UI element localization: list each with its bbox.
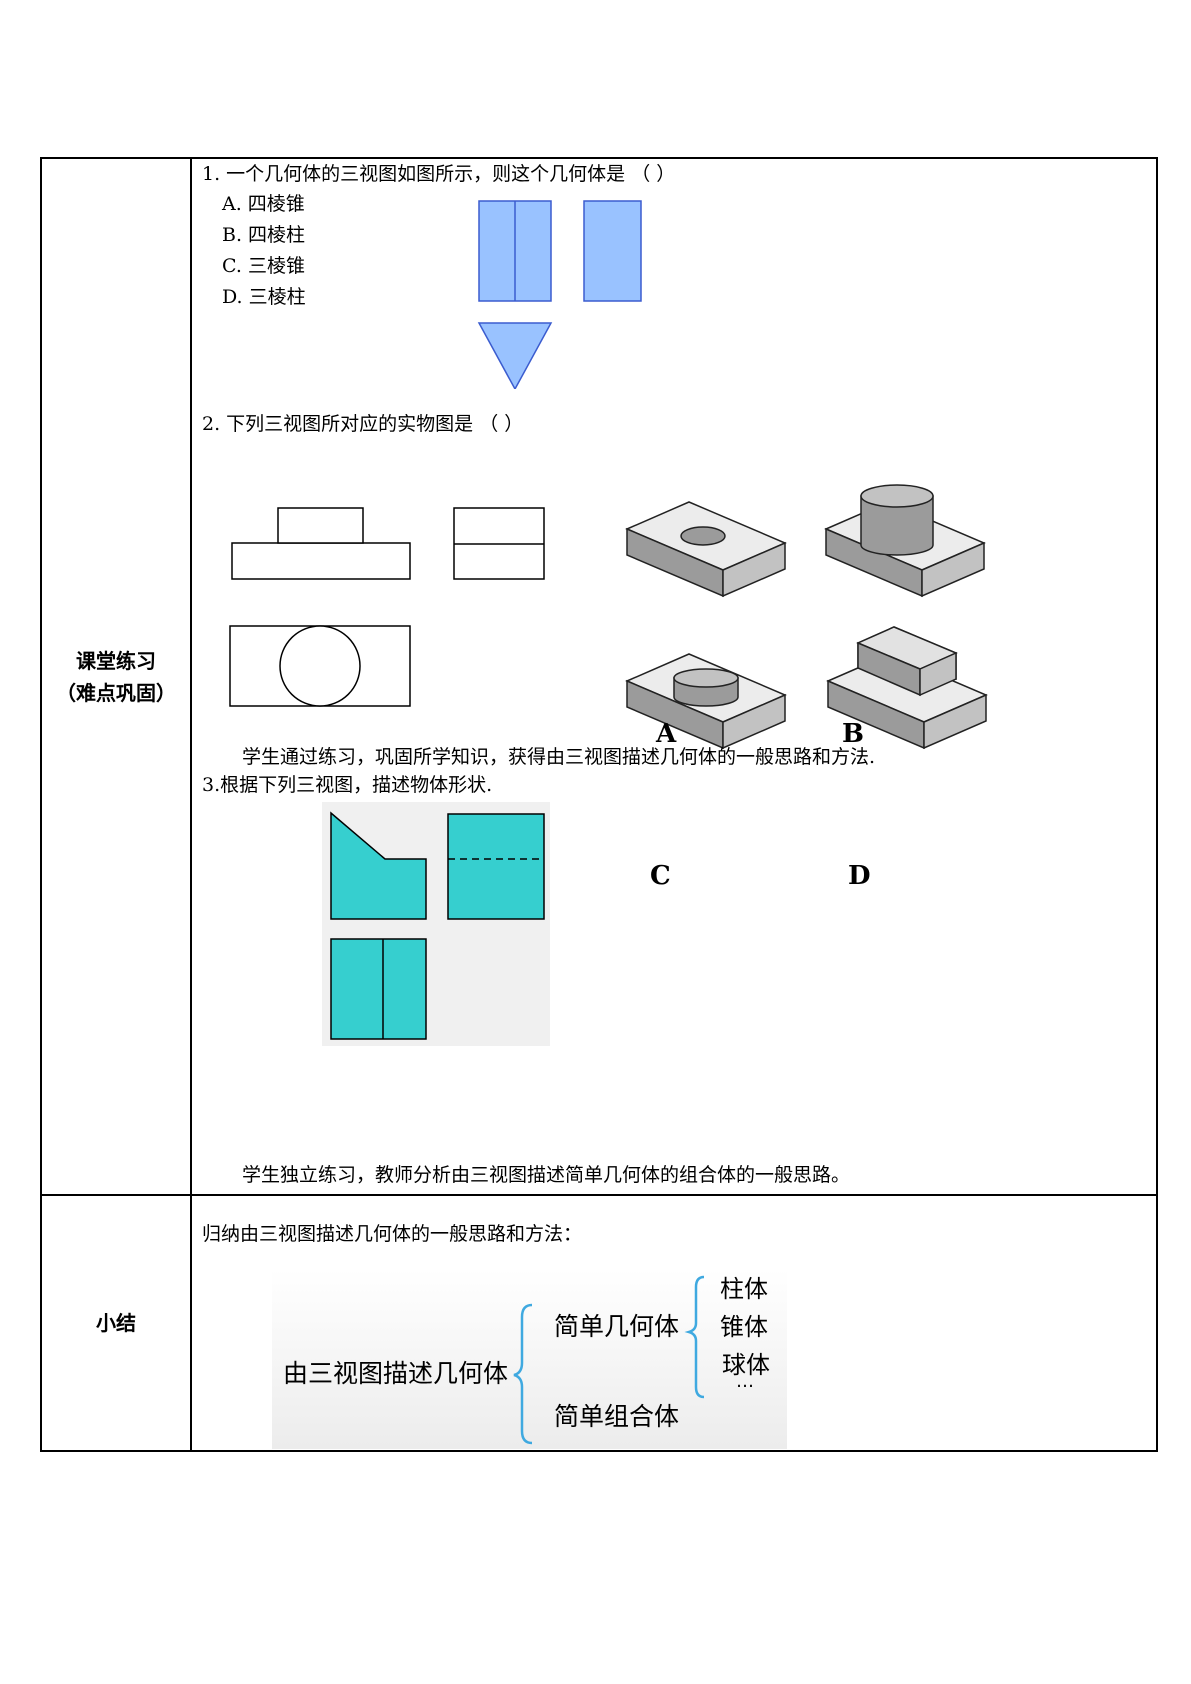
summary-root: 由三视图描述几何体: [283, 1359, 509, 1388]
lesson-table: 课堂练习 （难点巩固） 1. 一个几何体的三视图如图所示，则这个几何体是 （ ）…: [40, 157, 1158, 1452]
q3-front-view: [330, 811, 427, 920]
q3-stem: 3.根据下列三视图，描述物体形状.: [202, 774, 493, 796]
summary-branch-simple-solids: 简单几何体: [554, 1312, 680, 1341]
q3-side-view: [447, 813, 545, 920]
q3-note: 学生独立练习，教师分析由三视图描述简单几何体的组合体的一般思路。: [242, 1164, 851, 1186]
practice-label-line2: （难点巩固）: [56, 680, 176, 705]
practice-content-cell: 1. 一个几何体的三视图如图所示，则这个几何体是 （ ） A. 四棱锥 B. 四…: [190, 157, 1158, 1196]
q1-option-c: C. 三棱锥: [222, 255, 305, 277]
q2-choice-b: [824, 484, 986, 598]
q2-stem: 2. 下列三视图所对应的实物图是 （ ）: [202, 413, 524, 435]
q2-choice-d: [826, 626, 988, 749]
q2-choice-label-b: B: [842, 719, 864, 749]
practice-content: 1. 一个几何体的三视图如图所示，则这个几何体是 （ ） A. 四棱锥 B. 四…: [192, 159, 1156, 1194]
q1-top-view: [477, 322, 553, 389]
q2-choice-label-d: D: [848, 861, 871, 891]
summary-row: 小结 归纳由三视图描述几何体的一般思路和方法： 由三视图描述几何体: [40, 1194, 1158, 1452]
summary-sub-brace: [684, 1275, 705, 1399]
summary-intro: 归纳由三视图描述几何体的一般思路和方法：: [202, 1223, 583, 1245]
practice-label-line1: 课堂练习: [76, 648, 156, 673]
summary-leaf-prism: 柱体: [720, 1275, 768, 1303]
q1-three-views: [477, 200, 642, 389]
q3-top-view: [330, 938, 427, 1040]
q1-stem: 1. 一个几何体的三视图如图所示，则这个几何体是 （ ）: [202, 163, 676, 185]
q1-front-view: [478, 200, 552, 302]
summary-content-cell: 归纳由三视图描述几何体的一般思路和方法： 由三视图描述几何体 简单几何体 简单组…: [190, 1194, 1158, 1452]
practice-row: 课堂练习 （难点巩固） 1. 一个几何体的三视图如图所示，则这个几何体是 （ ）…: [40, 157, 1158, 1196]
q1-side-view: [583, 200, 642, 302]
summary-leaf-sphere: 球体: [722, 1351, 770, 1379]
q1-option-a: A. 四棱锥: [222, 193, 305, 215]
q2-choice-c: [625, 653, 787, 749]
summary-content: 归纳由三视图描述几何体的一般思路和方法： 由三视图描述几何体 简单几何体 简单组…: [192, 1196, 1156, 1450]
q2-figures: [229, 484, 988, 749]
summary-diagram-background: [272, 1269, 787, 1449]
q2-choice-label-c: C: [650, 861, 671, 891]
q2-top-view: [229, 625, 411, 707]
q2-front-view: [231, 507, 411, 580]
summary-label: 小结: [96, 1311, 136, 1335]
practice-label-cell: 课堂练习 （难点巩固）: [40, 157, 192, 1196]
q2-choice-label-a: A: [656, 719, 677, 749]
summary-leaf-ellipsis: …: [736, 1371, 754, 1392]
summary-main-brace: [513, 1303, 533, 1445]
summary-label-cell: 小结: [40, 1194, 192, 1452]
q2-three-views: [229, 507, 545, 707]
summary-diagram: [272, 1269, 787, 1449]
q3-three-views: [322, 802, 550, 1046]
q1-option-d: D. 三棱柱: [222, 286, 306, 308]
summary-branch-combined-solids: 简单组合体: [554, 1402, 680, 1431]
q1-option-b: B. 四棱柱: [222, 224, 306, 246]
q2-choice-a: [625, 501, 787, 598]
summary-leaf-pyramid: 锥体: [720, 1313, 768, 1341]
q2-note: 学生通过练习，巩固所学知识，获得由三视图描述几何体的一般思路和方法.: [242, 746, 876, 768]
q2-side-view: [453, 507, 545, 580]
